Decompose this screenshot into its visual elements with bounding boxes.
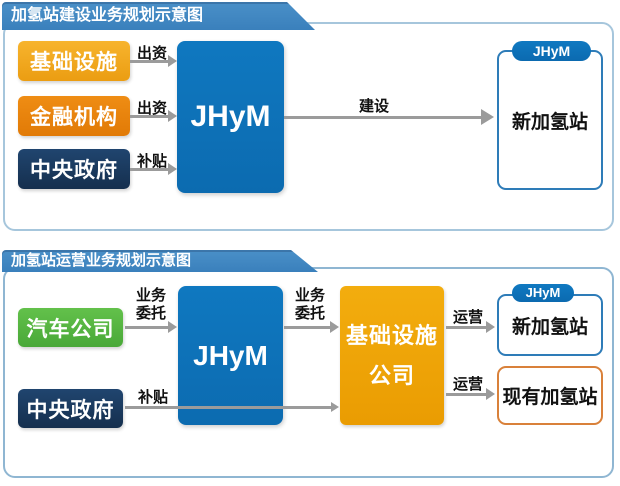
delegation2-line-2: 委托 <box>294 305 325 322</box>
node-central-government-1: 中央政府 <box>18 149 130 189</box>
arrow-label-delegation-2: 业务 委托 <box>287 287 333 323</box>
node-infra-company: 基础设施 公司 <box>340 286 444 425</box>
new-station-box-1: 新加氢站 <box>497 50 603 190</box>
arrow-label-build: 建设 <box>358 98 389 115</box>
arrow-label-funding-1: 出资 <box>136 45 167 62</box>
node-finance-institution: 金融机构 <box>18 96 130 136</box>
existing-station-box: 现有加氢站 <box>497 366 603 425</box>
infra-company-line-1: 基础设施 <box>345 322 438 348</box>
arrow-label-delegation-1: 业务 委托 <box>128 287 174 323</box>
construction-panel-banner: 加氢站建设业务规划示意图 <box>2 2 315 30</box>
jhym-badge-2: JHyM <box>512 284 574 302</box>
infra-company-line-2: 公司 <box>368 362 415 388</box>
node-central-government-2: 中央政府 <box>18 389 123 428</box>
delegation2-line-1: 业务 <box>294 287 325 304</box>
new-station-box-2: 新加氢站 <box>497 294 603 356</box>
node-auto-company: 汽车公司 <box>18 308 123 347</box>
jhym-hub-operation: JHyM <box>178 286 283 425</box>
arrow-label-operate-2: 运营 <box>452 376 483 393</box>
delegation-line-1: 业务 <box>135 287 166 304</box>
construction-panel-title: 加氢站建设业务规划示意图 <box>11 7 204 24</box>
arrow-label-funding-2: 出资 <box>136 100 167 117</box>
node-infrastructure: 基础设施 <box>18 41 130 81</box>
arrow-label-subsidy-1: 补贴 <box>136 153 167 170</box>
jhym-badge-1: JHyM <box>512 41 591 61</box>
operation-panel-title: 加氢站运营业务规划示意图 <box>11 252 192 269</box>
arrow-label-operate-1: 运营 <box>452 309 483 326</box>
jhym-hub-construction: JHyM <box>177 41 284 193</box>
operation-panel-banner: 加氢站运营业务规划示意图 <box>2 250 318 272</box>
arrow-label-subsidy-2: 补贴 <box>137 389 168 406</box>
delegation-line-2: 委托 <box>135 305 166 322</box>
